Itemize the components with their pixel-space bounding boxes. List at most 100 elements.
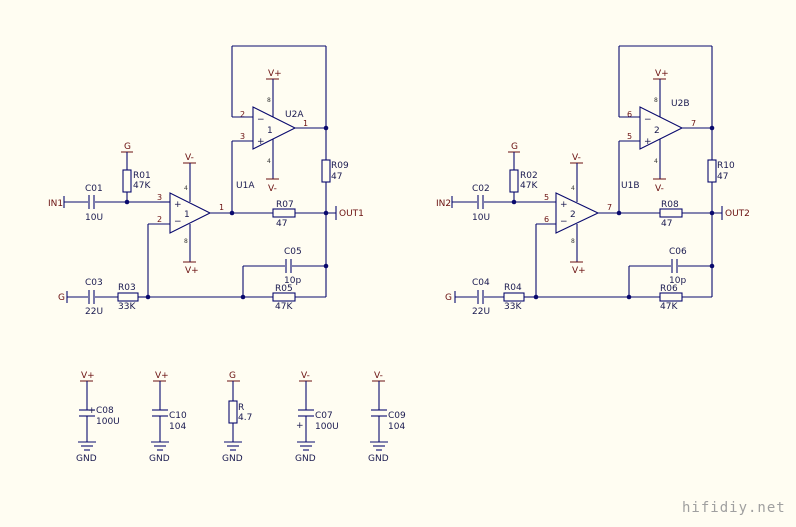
- svg-text:47: 47: [331, 172, 342, 182]
- opamp-u1b-label: U1B: [621, 181, 640, 191]
- gnd-label: G: [58, 293, 65, 303]
- svg-text:47: 47: [276, 219, 287, 229]
- svg-text:1: 1: [267, 126, 273, 136]
- svg-text:2: 2: [654, 126, 660, 136]
- svg-text:8: 8: [571, 238, 575, 245]
- svg-text:47: 47: [717, 172, 728, 182]
- opamp-u2b: − + 2 U2B 6 5 7 8 4 V+ V-: [627, 69, 696, 194]
- resistor-r09: R09 47: [321, 128, 349, 297]
- svg-text:V+: V+: [572, 266, 586, 276]
- capacitor-c04: C04 22U: [472, 278, 490, 317]
- svg-text:U2B: U2B: [671, 99, 690, 109]
- resistor-r08: R08 47: [659, 200, 683, 229]
- watermark: hifidiy.net: [682, 500, 786, 516]
- ground-resistor-r: G R 4.7 GND: [222, 371, 252, 464]
- resistor-r03: R03 33K: [117, 283, 139, 312]
- resistor-r04: R04 33K: [503, 283, 525, 312]
- svg-text:+: +: [296, 421, 304, 431]
- svg-text:C09: C09: [388, 411, 406, 421]
- capacitor-c03: C03 22U: [85, 278, 103, 317]
- svg-text:R07: R07: [276, 200, 294, 210]
- svg-text:47K: 47K: [275, 302, 293, 312]
- svg-text:+: +: [257, 137, 265, 147]
- svg-text:1: 1: [303, 119, 308, 128]
- svg-text:GND: GND: [368, 454, 389, 464]
- svg-text:47K: 47K: [133, 181, 151, 191]
- svg-text:V-: V-: [268, 184, 277, 194]
- resistor-r05: R05 47K: [272, 284, 296, 312]
- resistor-r07: R07 47: [272, 200, 296, 229]
- svg-text:C02: C02: [472, 184, 490, 194]
- svg-text:C08: C08: [96, 406, 114, 416]
- svg-text:2: 2: [240, 110, 245, 119]
- svg-text:GND: GND: [149, 454, 170, 464]
- svg-text:C06: C06: [669, 247, 687, 257]
- left-channel: IN1 C01 10U G R01 47K + − 1 3: [48, 45, 364, 317]
- opamp-buffer-left: + − 1 3 2 1 4 8 V- V+: [157, 153, 224, 276]
- svg-text:V+: V+: [185, 266, 199, 276]
- svg-text:33K: 33K: [118, 302, 136, 312]
- svg-text:R06: R06: [660, 284, 678, 294]
- svg-text:+: +: [644, 137, 652, 147]
- svg-text:47: 47: [661, 219, 672, 229]
- svg-text:C04: C04: [472, 278, 490, 288]
- svg-text:R02: R02: [520, 171, 538, 181]
- svg-text:R01: R01: [133, 171, 151, 181]
- svg-text:V+: V+: [81, 371, 95, 381]
- svg-text:GND: GND: [76, 454, 97, 464]
- opamp-u1a-label: U1A: [236, 181, 255, 191]
- svg-text:33K: 33K: [504, 302, 522, 312]
- svg-text:R10: R10: [717, 161, 735, 171]
- svg-text:C10: C10: [169, 411, 187, 421]
- svg-text:V+: V+: [268, 69, 282, 79]
- svg-text:4: 4: [571, 185, 575, 192]
- net-in2-label: IN2: [436, 199, 451, 209]
- svg-text:V-: V-: [655, 184, 664, 194]
- svg-text:R04: R04: [504, 283, 522, 293]
- svg-text:+: +: [560, 200, 568, 210]
- decoupling-c10: V+ C10 104 GND: [149, 371, 187, 464]
- svg-text:10p: 10p: [669, 276, 686, 286]
- svg-text:3: 3: [240, 132, 245, 141]
- decoupling-c08: V+ + C08 100U GND: [76, 371, 120, 464]
- svg-text:5: 5: [627, 132, 632, 141]
- svg-text:100U: 100U: [315, 422, 339, 432]
- net-in1-label: IN1: [48, 199, 63, 209]
- svg-text:7: 7: [691, 119, 696, 128]
- svg-text:−: −: [644, 115, 652, 125]
- svg-text:G: G: [511, 142, 518, 152]
- svg-text:V+: V+: [155, 371, 169, 381]
- svg-text:GND: GND: [295, 454, 316, 464]
- svg-text:C05: C05: [284, 247, 302, 257]
- svg-text:V+: V+: [655, 69, 669, 79]
- svg-text:22U: 22U: [472, 307, 490, 317]
- svg-text:V-: V-: [572, 153, 581, 163]
- capacitor-c01: C01 10U: [85, 184, 103, 223]
- svg-text:U2A: U2A: [285, 110, 304, 120]
- svg-text:+: +: [174, 200, 182, 210]
- svg-text:V-: V-: [301, 371, 310, 381]
- capacitor-c06: C06 10p: [669, 247, 687, 286]
- opamp-u2a: − + 1 U2A 2 3 1 8 4 V+ V-: [240, 69, 308, 194]
- svg-text:4.7: 4.7: [238, 413, 252, 423]
- svg-text:8: 8: [654, 97, 658, 104]
- decoupling-c07: V- + C07 100U GND: [295, 371, 339, 464]
- svg-text:V-: V-: [185, 153, 194, 163]
- svg-text:10U: 10U: [85, 213, 103, 223]
- svg-text:R03: R03: [118, 283, 136, 293]
- svg-text:−: −: [560, 217, 568, 227]
- svg-text:G: G: [229, 371, 236, 381]
- svg-text:R05: R05: [275, 284, 293, 294]
- svg-text:C03: C03: [85, 278, 103, 288]
- svg-text:1: 1: [184, 210, 190, 220]
- svg-text:−: −: [174, 217, 182, 227]
- svg-text:GND: GND: [222, 454, 243, 464]
- net-out1-label: OUT1: [339, 209, 364, 219]
- svg-text:1: 1: [219, 203, 224, 212]
- svg-text:R08: R08: [661, 200, 679, 210]
- svg-text:3: 3: [157, 193, 162, 202]
- svg-text:V-: V-: [374, 371, 383, 381]
- svg-text:22U: 22U: [85, 307, 103, 317]
- svg-text:4: 4: [184, 185, 188, 192]
- svg-text:R: R: [238, 403, 244, 413]
